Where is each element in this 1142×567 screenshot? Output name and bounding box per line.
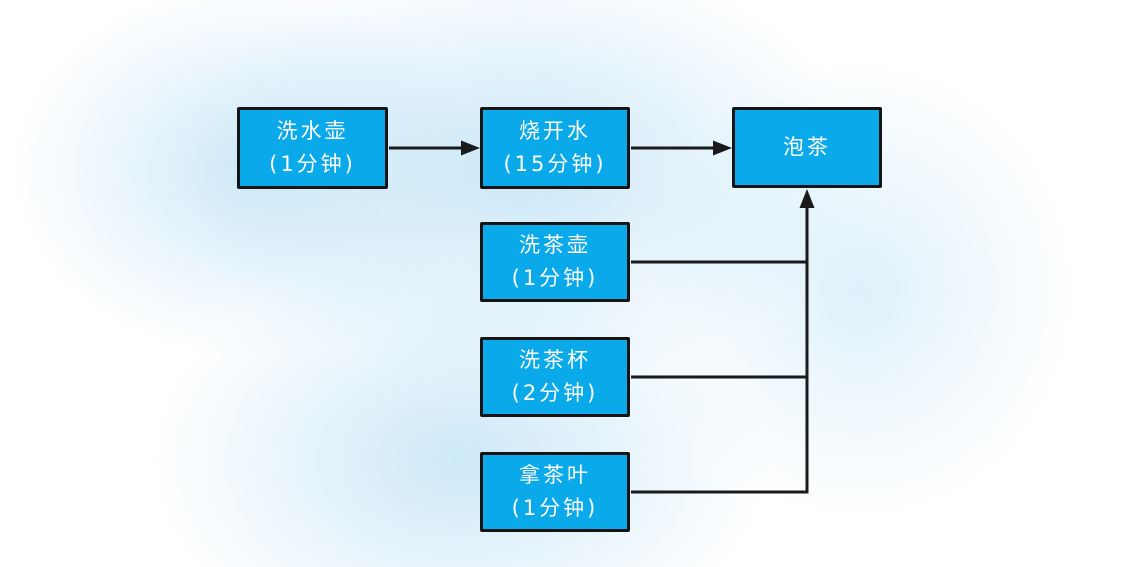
node-wash-kettle: 洗水壶 (1分钟) bbox=[237, 107, 388, 189]
node-label: 洗茶壶 bbox=[519, 233, 591, 257]
node-duration: (1分钟) bbox=[511, 496, 599, 520]
edge-boil-water-to-brew-tea bbox=[631, 140, 732, 156]
node-label: 洗茶杯 bbox=[519, 348, 591, 372]
node-label: 烧开水 bbox=[519, 119, 591, 143]
node-duration: (15分钟) bbox=[503, 152, 607, 176]
arrowhead-up-icon bbox=[799, 189, 815, 208]
node-boil-water: 烧开水 (15分钟) bbox=[480, 107, 630, 189]
node-label: 泡茶 bbox=[783, 135, 831, 159]
arrowhead-right-icon bbox=[713, 140, 732, 156]
node-label: 洗水壶 bbox=[276, 119, 349, 143]
node-duration: (1分钟) bbox=[269, 152, 356, 176]
node-duration: (2分钟) bbox=[511, 381, 599, 405]
arrowhead-right-icon bbox=[461, 140, 480, 156]
node-wash-teapot: 洗茶壶 (1分钟) bbox=[480, 222, 630, 302]
merge-trunk-to-brew-tea bbox=[631, 189, 815, 494]
node-wash-teacups: 洗茶杯 (2分钟) bbox=[480, 337, 630, 417]
node-label: 拿茶叶 bbox=[519, 463, 591, 487]
node-get-tea-leaves: 拿茶叶 (1分钟) bbox=[480, 452, 630, 532]
edge-wash-kettle-to-boil-water bbox=[389, 140, 480, 156]
node-duration: (1分钟) bbox=[511, 266, 599, 290]
node-brew-tea: 泡茶 bbox=[732, 107, 882, 188]
